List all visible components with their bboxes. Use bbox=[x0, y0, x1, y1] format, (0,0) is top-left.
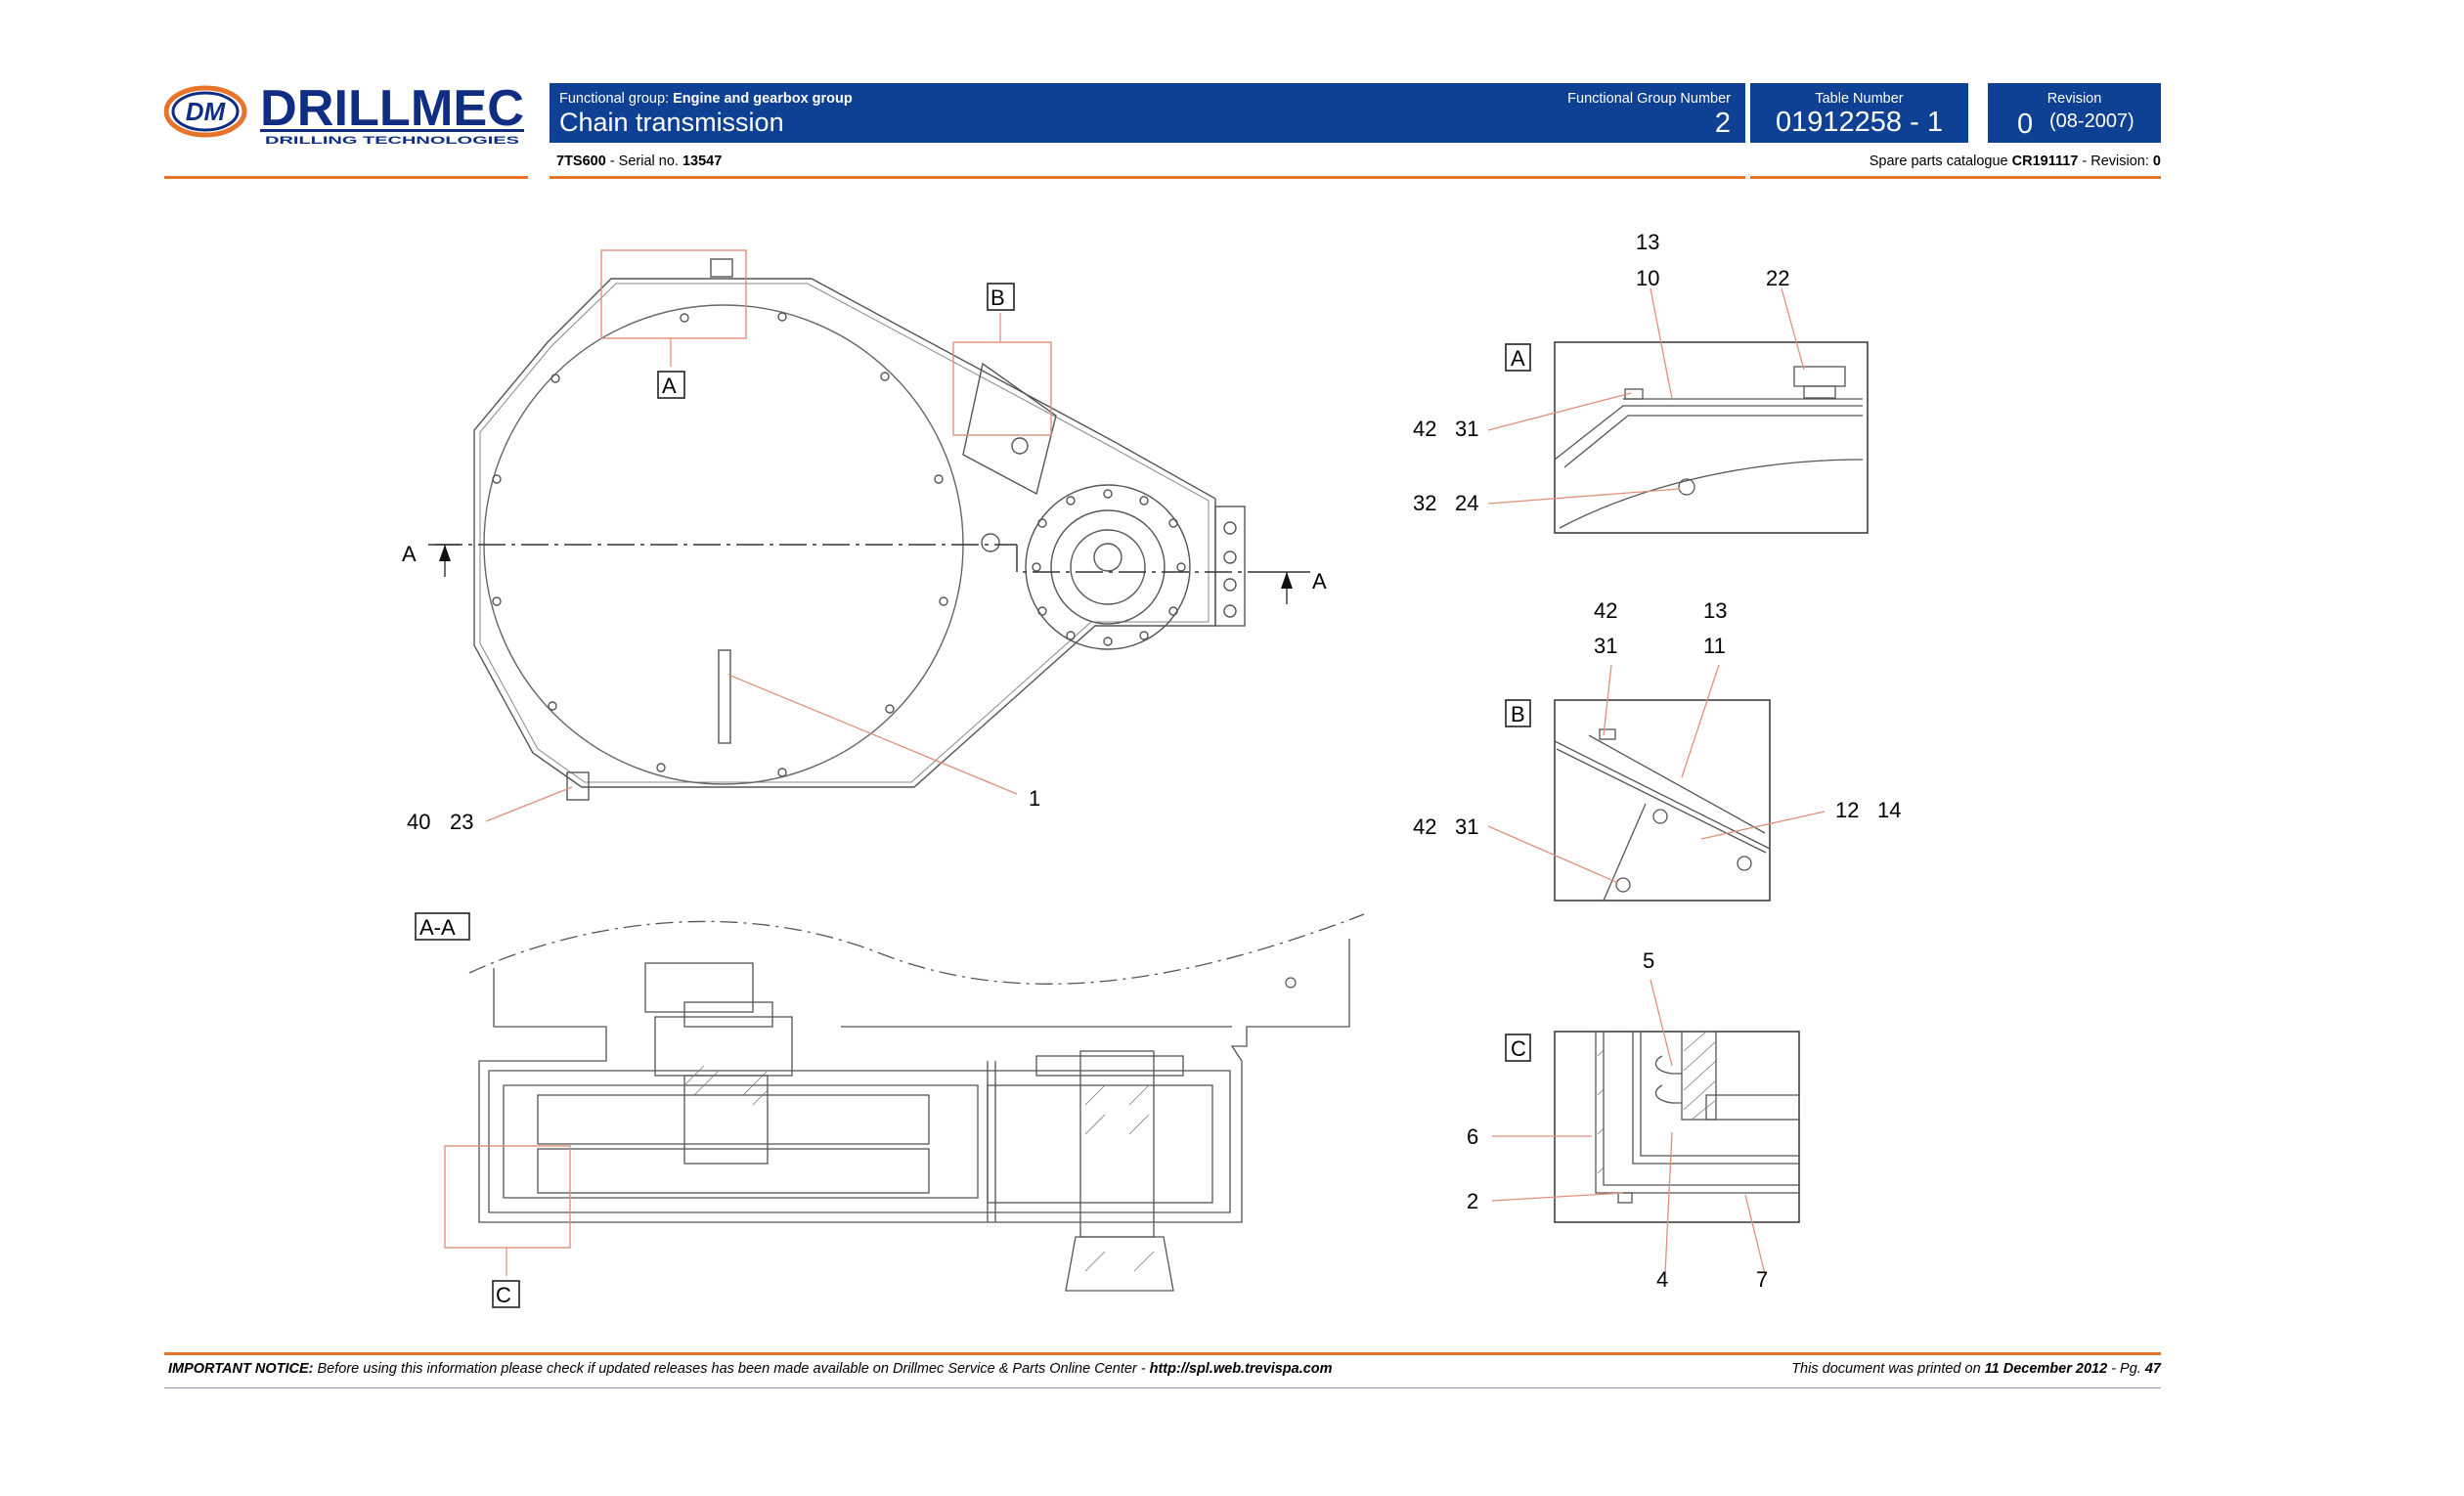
functional-group-panel: Functional group: Engine and gearbox gro… bbox=[550, 83, 1745, 143]
logo-tagline: DRILLING TECHNOLOGIES bbox=[265, 135, 519, 147]
model-serial-line: 7TS600 - Serial no. 13547 bbox=[556, 154, 723, 169]
detail-a-callout-32: 32 bbox=[1413, 491, 1436, 515]
page-number: 47 bbox=[2144, 1361, 2161, 1377]
detail-a-callout-24: 24 bbox=[1455, 491, 1478, 515]
notice-url[interactable]: http://spl.web.trevispa.com bbox=[1149, 1361, 1333, 1377]
detail-b-callout-13: 13 bbox=[1703, 598, 1727, 623]
detail-b-label: B bbox=[1511, 702, 1525, 726]
detail-c-callout-7: 7 bbox=[1756, 1267, 1768, 1292]
catalogue-revision: 0 bbox=[2152, 154, 2161, 169]
housing-outline bbox=[473, 278, 1216, 788]
detail-frame-b-marker bbox=[952, 341, 1052, 436]
header-divider-left bbox=[164, 176, 528, 179]
callout-1: 1 bbox=[1029, 786, 1040, 811]
logo-monogram: DM bbox=[186, 97, 227, 126]
detail-a-callout-22: 22 bbox=[1766, 266, 1789, 290]
functional-group-label: Functional group: Engine and gearbox gro… bbox=[559, 91, 853, 107]
table-number-panel: Table Number 01912258 - 1 bbox=[1750, 83, 1968, 143]
serial-number: 13547 bbox=[682, 154, 723, 169]
revision-label: Revision bbox=[2046, 91, 2102, 107]
detail-c-callout-2: 2 bbox=[1467, 1189, 1478, 1213]
section-aa-hatching bbox=[683, 1065, 1155, 1272]
printed-date: 11 December 2012 bbox=[1984, 1361, 2108, 1377]
detail-frame-a-marker bbox=[600, 249, 747, 339]
section-aa-tag: A-A bbox=[419, 915, 456, 940]
model-name: 7TS600 bbox=[556, 154, 606, 169]
section-line-a bbox=[428, 544, 1310, 604]
detail-c-callout-4: 4 bbox=[1656, 1267, 1668, 1292]
detail-c-callout-5: 5 bbox=[1643, 948, 1654, 973]
detail-a-label: A bbox=[1511, 346, 1525, 371]
cover-bolt-holes bbox=[492, 312, 948, 777]
detail-a-callout-31: 31 bbox=[1455, 417, 1478, 441]
detail-b-callout-42-bottom: 42 bbox=[1413, 814, 1436, 839]
detail-a-tag: A bbox=[662, 374, 677, 398]
section-mark-right: A bbox=[1312, 569, 1327, 594]
drive-sprocket-outer bbox=[1025, 484, 1191, 650]
catalogue-code: CR191117 bbox=[2011, 154, 2079, 169]
logo-wordmark: DRILLMEC bbox=[260, 80, 524, 137]
drive-flange-holes bbox=[1032, 489, 1186, 646]
revision-panel: Revision 0 (08-2007) bbox=[1988, 83, 2161, 143]
functional-group-number-label: Functional Group Number bbox=[1567, 91, 1731, 107]
detail-a-callout-10: 10 bbox=[1636, 266, 1659, 290]
callout-40: 40 bbox=[407, 810, 430, 834]
detail-b-callout-12: 12 bbox=[1835, 798, 1859, 822]
detail-b-frame bbox=[1554, 699, 1771, 902]
table-number-label: Table Number bbox=[1815, 91, 1904, 107]
detail-c-label: C bbox=[1511, 1036, 1526, 1061]
footer-divider-bottom bbox=[164, 1387, 2161, 1388]
functional-group-number: 2 bbox=[1714, 108, 1731, 139]
important-notice: IMPORTANT NOTICE: Before using this info… bbox=[168, 1361, 1333, 1377]
catalogue-line: Spare parts catalogue CR191117 - Revisio… bbox=[1869, 154, 2161, 169]
detail-b-callout-14: 14 bbox=[1877, 798, 1901, 822]
detail-frame-c-marker bbox=[444, 1145, 571, 1249]
detail-b-callout-31-bottom: 31 bbox=[1455, 814, 1478, 839]
detail-a-callout-13: 13 bbox=[1636, 230, 1659, 254]
drillmec-logo-graphic: DM DRILLMEC DRILLING TECHNOLOGIES bbox=[163, 80, 524, 147]
section-mark-left: A bbox=[402, 542, 417, 566]
section-aa-view bbox=[468, 913, 1365, 1292]
detail-a-callout-42: 42 bbox=[1413, 417, 1436, 441]
detail-c-tag: C bbox=[496, 1283, 511, 1307]
detail-a-frame bbox=[1554, 341, 1869, 534]
functional-group-name: Engine and gearbox group bbox=[673, 91, 853, 107]
detail-b-tag: B bbox=[990, 286, 1005, 310]
revision-date: (08-2007) bbox=[2049, 110, 2134, 132]
footer-divider-top bbox=[164, 1352, 2161, 1355]
page-title: Chain transmission bbox=[559, 108, 784, 137]
notice-label: IMPORTANT NOTICE: bbox=[168, 1361, 314, 1377]
detail-b-callout-42-top: 42 bbox=[1594, 598, 1617, 623]
header-divider-right bbox=[1750, 176, 2161, 179]
detail-b-callout-11: 11 bbox=[1703, 634, 1726, 658]
print-info: This document was printed on 11 December… bbox=[1791, 1361, 2161, 1377]
header-divider-main bbox=[550, 176, 1745, 179]
drillmec-logo: DM DRILLMEC DRILLING TECHNOLOGIES bbox=[163, 78, 536, 149]
detail-c-frame bbox=[1554, 1031, 1800, 1223]
revision-number: 0 bbox=[2017, 109, 2034, 140]
detail-b-callout-31-top: 31 bbox=[1594, 634, 1617, 658]
callout-23: 23 bbox=[450, 810, 473, 834]
table-number: 01912258 - 1 bbox=[1776, 107, 1943, 138]
detail-c-callout-6: 6 bbox=[1467, 1124, 1478, 1149]
